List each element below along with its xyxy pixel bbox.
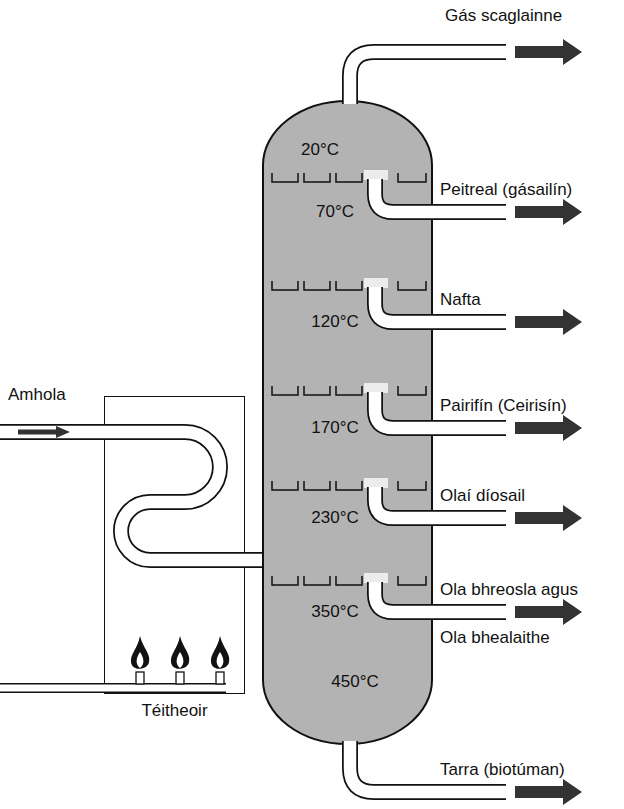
label-slot: Tarra (biotúman): [440, 760, 565, 780]
tray-cap: [304, 481, 330, 490]
feed-pipe-outline: [245, 552, 262, 568]
temperature-label: 450°C: [331, 672, 378, 692]
product-label: Tarra (biotúman): [440, 760, 565, 780]
temperature-label: 120°C: [311, 312, 358, 332]
text-slot: 70°C: [316, 202, 354, 222]
tray-cap: [272, 386, 298, 395]
burner-flame: [131, 636, 149, 669]
flame-core: [137, 652, 144, 668]
output-arrow: [515, 505, 582, 531]
tray-cap: [398, 281, 426, 290]
temperature-label: 170°C: [311, 418, 358, 438]
product-label: Nafta: [440, 290, 481, 310]
output-arrow: [515, 599, 582, 625]
output-arrow: [515, 309, 582, 335]
feed-pipe: [245, 560, 262, 561]
tray-cap: [304, 386, 330, 395]
label-slot: Gás scaglainne: [445, 6, 562, 26]
tray-cap: [272, 481, 298, 490]
gas-pipe-bore: [350, 52, 506, 104]
product-label: Amhola: [8, 385, 66, 405]
tray-cap: [272, 281, 298, 290]
heater-coil-bore: [0, 432, 245, 560]
burner-nozzle: [136, 672, 144, 684]
gas-line-bore: [0, 685, 226, 692]
output-arrow: [515, 779, 582, 805]
product-label: Peitreal (gásailín): [440, 180, 572, 200]
temperature-label: 20°C: [301, 140, 339, 160]
burner-nozzle: [216, 672, 224, 684]
gas-line: [0, 688, 226, 689]
output-arrow: [515, 415, 582, 441]
label-slot: Ola bhreosla agus Ola bhealaithe: [440, 566, 605, 662]
feed-pipe-bore: [245, 554, 262, 567]
tray-cap: [398, 481, 426, 490]
tray-cap: [272, 576, 298, 585]
tray-cap: [304, 173, 330, 182]
product-label: Olaí díosail: [440, 486, 525, 506]
tray-cap: [304, 281, 330, 290]
text-slot: Téitheoir: [105, 701, 244, 721]
text-slot: 450°C: [331, 672, 378, 692]
side-draw-pipe: [375, 287, 506, 322]
tray-cap: [398, 173, 426, 182]
tray-cap: [304, 576, 330, 585]
tray-cap: [336, 576, 362, 585]
gas-pipe-outline: [350, 52, 506, 104]
tray-cap: [336, 281, 362, 290]
burner-flame: [171, 636, 189, 669]
burner-flame: [211, 636, 229, 669]
text-slot: 170°C: [311, 418, 358, 438]
tray-cap: [336, 173, 362, 182]
heater-coil-outline: [0, 432, 245, 560]
text-slot: 350°C: [311, 602, 358, 622]
product-label: Pairifín (Ceirisín): [440, 396, 567, 416]
label-slot: Nafta: [440, 290, 481, 310]
gas-line-outline: [0, 683, 226, 693]
vapour-glow: [364, 170, 388, 180]
vapour-glow: [364, 573, 388, 583]
flame-core: [217, 652, 224, 668]
label-slot: Peitreal (gásailín): [440, 180, 572, 200]
label-slot: Olaí díosail: [440, 486, 525, 506]
feed-arrow: [18, 426, 70, 438]
output-arrow: [515, 39, 582, 65]
tray-cap: [398, 576, 426, 585]
product-label: Ola bhreosla agus Ola bhealaithe: [440, 566, 605, 662]
flame-core: [177, 652, 184, 668]
product-label: Gás scaglainne: [445, 6, 562, 26]
temperature-label: 70°C: [316, 202, 354, 222]
text-slot: 230°C: [311, 508, 358, 528]
temperature-label: 230°C: [311, 508, 358, 528]
temperature-label: 350°C: [311, 602, 358, 622]
label-slot: Pairifín (Ceirisín): [440, 396, 567, 416]
label-slot: Amhola: [8, 385, 66, 405]
heater-coil: [0, 432, 245, 560]
tray-cap: [272, 173, 298, 182]
text-slot: 120°C: [311, 312, 358, 332]
side-draw-pipe-bore: [375, 287, 506, 322]
output-arrow: [515, 199, 582, 225]
burner-nozzle: [176, 672, 184, 684]
tray-cap: [336, 386, 362, 395]
heater-label: Téitheoir: [141, 701, 207, 721]
tray-cap: [336, 481, 362, 490]
vapour-glow: [364, 278, 388, 288]
side-draw-pipe-outline: [375, 287, 506, 322]
text-slot: 20°C: [301, 140, 339, 160]
vapour-glow: [364, 383, 388, 393]
gas-pipe: [350, 52, 506, 104]
vapour-glow: [364, 478, 388, 488]
tray-cap: [398, 386, 426, 395]
